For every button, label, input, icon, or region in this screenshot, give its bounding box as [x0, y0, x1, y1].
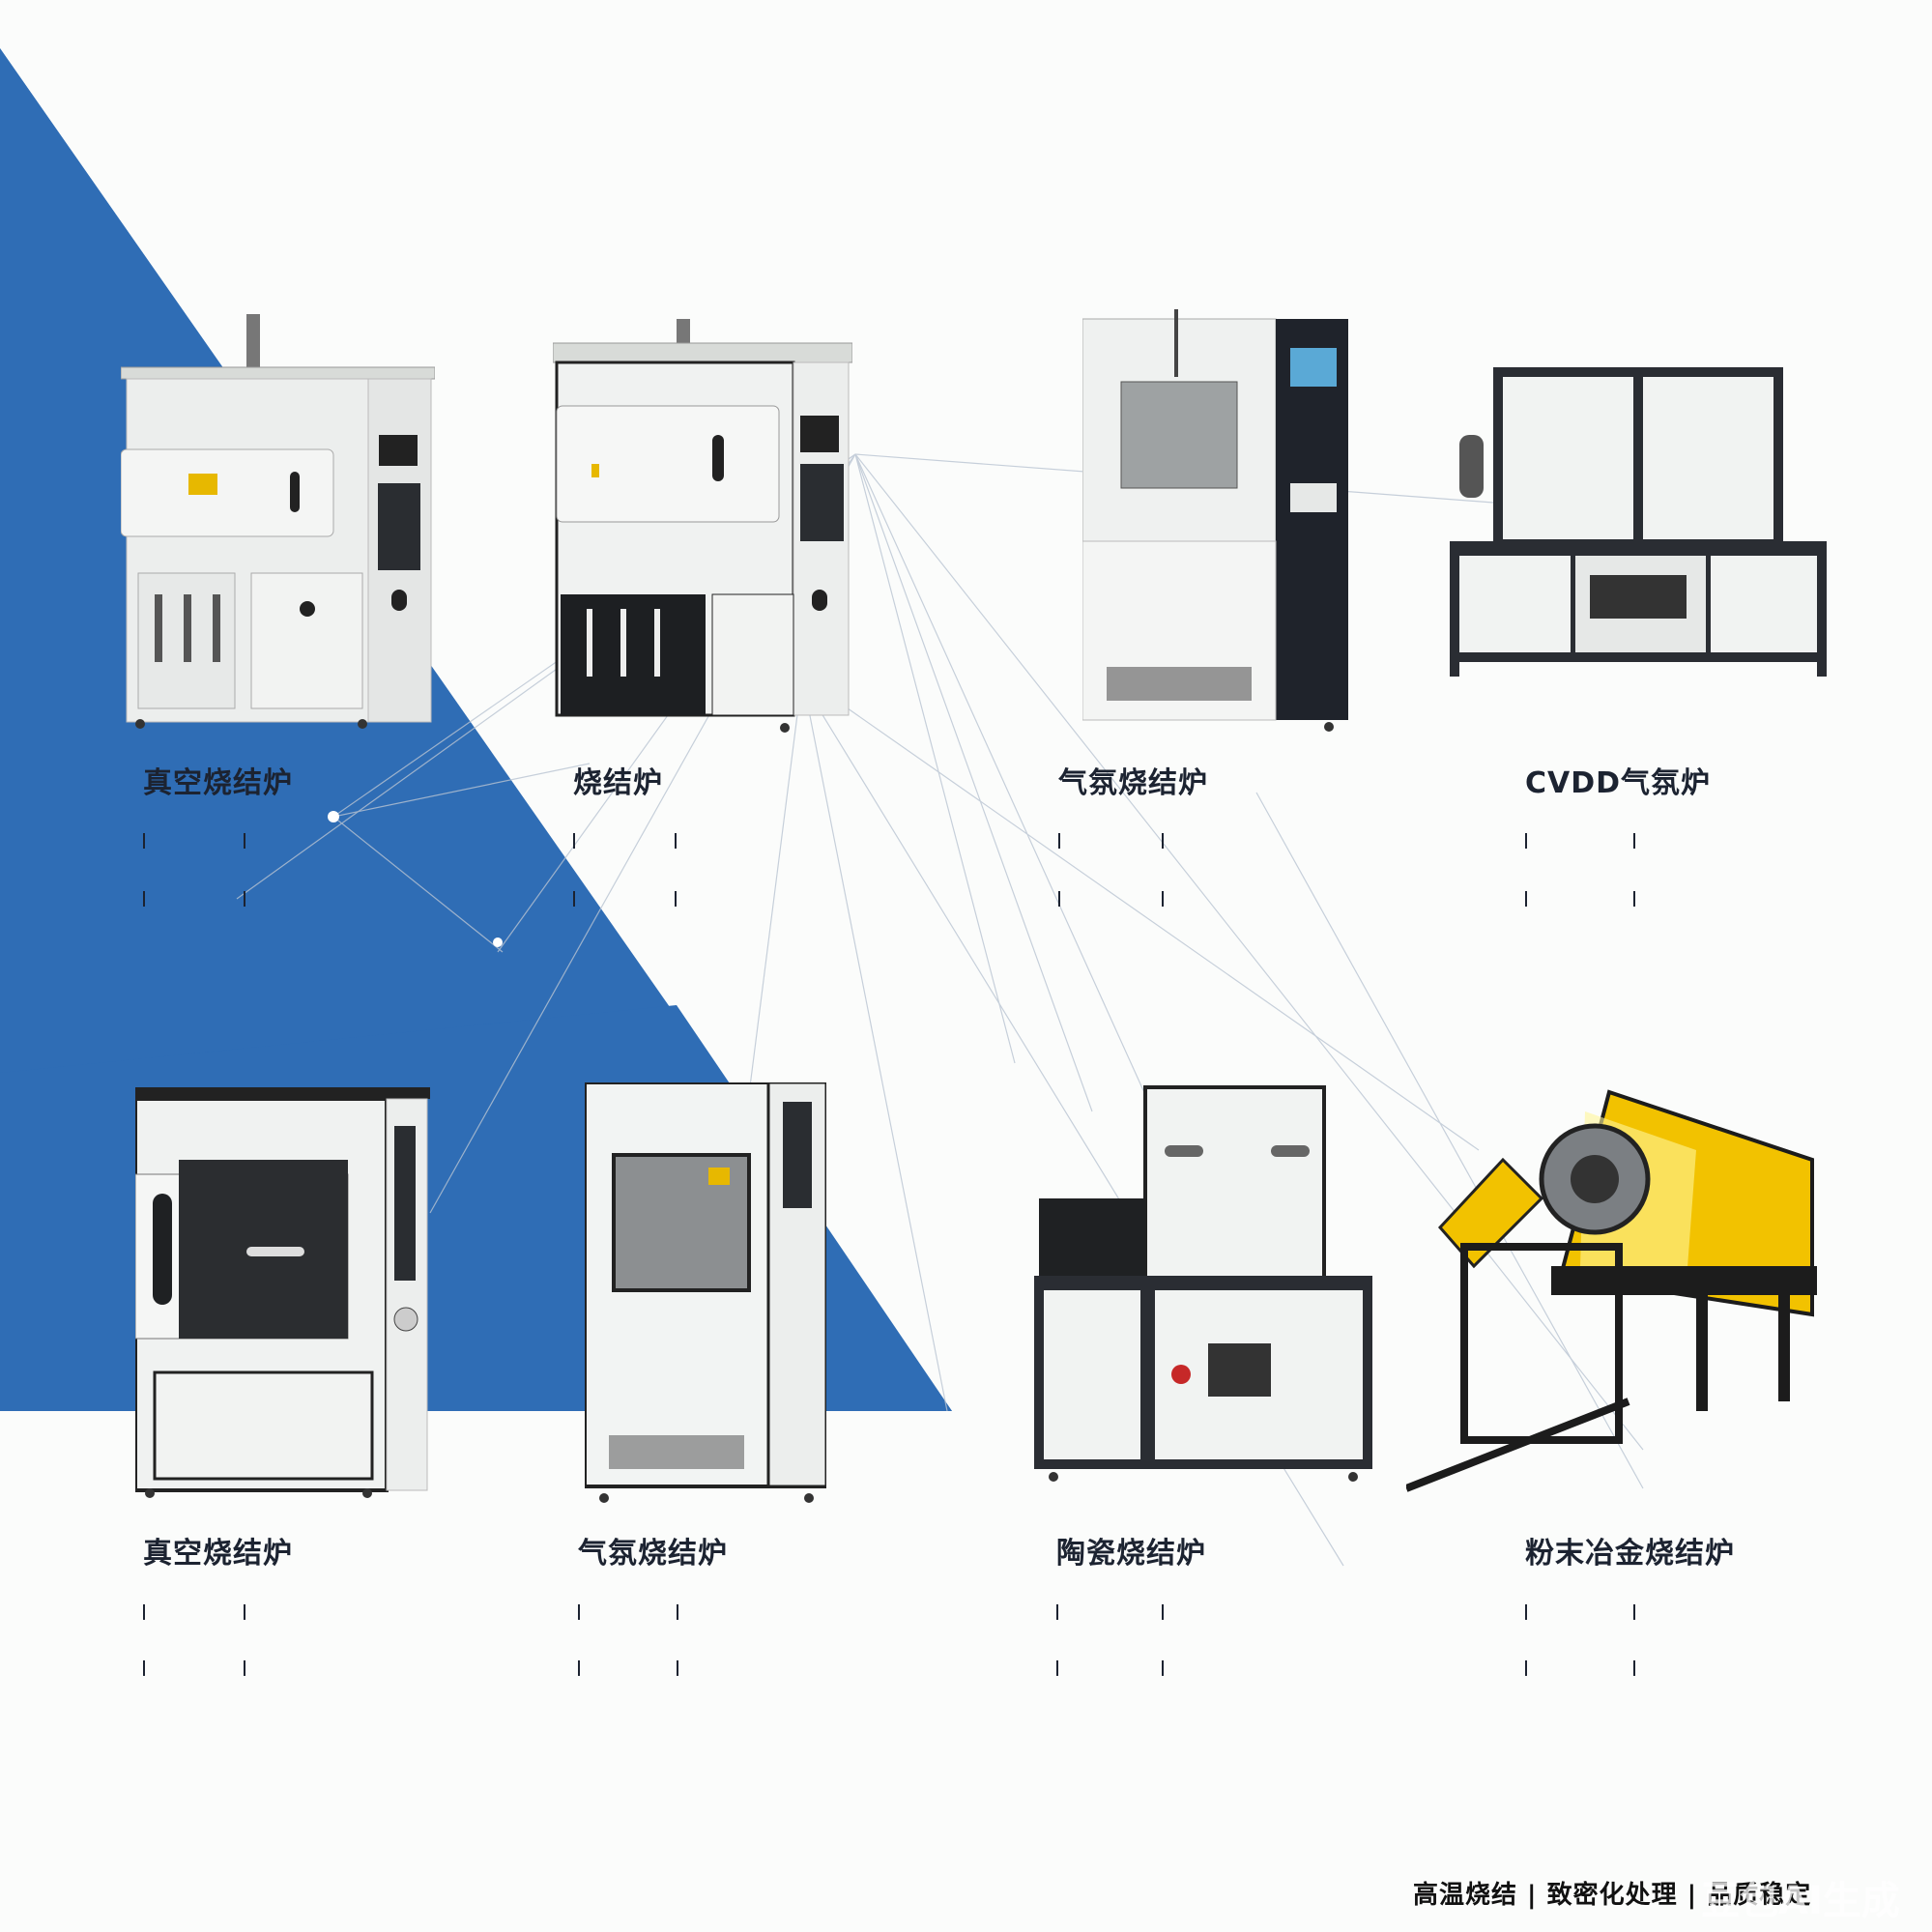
product-title-1: 真空烧结炉 [143, 766, 293, 800]
node-dot [328, 811, 339, 822]
machine-vacuum-furnace-1 [121, 314, 435, 729]
product-spec-2-2 [675, 833, 684, 849]
machine-powder-metallurgy-furnace [1406, 1089, 1817, 1492]
product-spec-1-1 [143, 833, 153, 849]
product-spec-1-2 [244, 833, 253, 849]
product-spec-2-3 [573, 891, 583, 907]
product-spec-3-3 [1058, 891, 1068, 907]
product-spec-2-4 [675, 891, 684, 907]
product-spec-5-4 [244, 1660, 253, 1676]
product-spec-6-2 [677, 1604, 686, 1620]
product-spec-6-4 [677, 1660, 686, 1676]
machine-ceramic-furnace [1034, 1085, 1372, 1482]
product-title-6: 气氛烧结炉 [578, 1537, 728, 1571]
product-title-7: 陶瓷烧结炉 [1056, 1537, 1206, 1571]
product-spec-4-2 [1633, 833, 1643, 849]
product-spec-6-1 [578, 1604, 588, 1620]
product-spec-5-1 [143, 1604, 153, 1620]
product-spec-4-1 [1525, 833, 1535, 849]
machine-atmosphere-furnace-1 [1082, 309, 1348, 732]
product-spec-8-4 [1633, 1660, 1643, 1676]
product-spec-4-3 [1525, 891, 1535, 907]
product-spec-7-3 [1056, 1660, 1066, 1676]
watermark: 豆包AI生成 [1701, 1879, 1900, 1923]
product-spec-1-3 [143, 891, 153, 907]
machine-atmosphere-furnace-2 [585, 1082, 826, 1503]
product-title-3: 气氛烧结炉 [1058, 766, 1208, 800]
product-spec-3-4 [1162, 891, 1171, 907]
product-spec-4-4 [1633, 891, 1643, 907]
product-spec-7-4 [1162, 1660, 1171, 1676]
product-title-4: CVDD气氛炉 [1525, 766, 1712, 800]
product-spec-7-2 [1162, 1604, 1171, 1620]
machine-cvd-furnace [1450, 367, 1827, 677]
machine-sintering-furnace [553, 319, 852, 733]
product-spec-1-4 [244, 891, 253, 907]
machine-vacuum-furnace-2 [135, 1087, 430, 1498]
slogan: 高温烧结 | 致密化处理 | 品质稳定 [1413, 1881, 1812, 1910]
product-spec-2-1 [573, 833, 583, 849]
product-spec-7-1 [1056, 1604, 1066, 1620]
product-spec-8-2 [1633, 1604, 1643, 1620]
node-dot [493, 937, 503, 947]
product-title-2: 烧结炉 [573, 766, 663, 800]
product-spec-3-2 [1162, 833, 1171, 849]
product-title-8: 粉末冶金烧结炉 [1525, 1537, 1735, 1571]
product-title-5: 真空烧结炉 [143, 1537, 293, 1571]
product-spec-3-1 [1058, 833, 1068, 849]
product-spec-5-3 [143, 1660, 153, 1676]
bottom-fade [0, 1421, 1932, 1932]
product-spec-8-1 [1525, 1604, 1535, 1620]
product-spec-6-3 [578, 1660, 588, 1676]
product-spec-8-3 [1525, 1660, 1535, 1676]
product-spec-5-2 [244, 1604, 253, 1620]
